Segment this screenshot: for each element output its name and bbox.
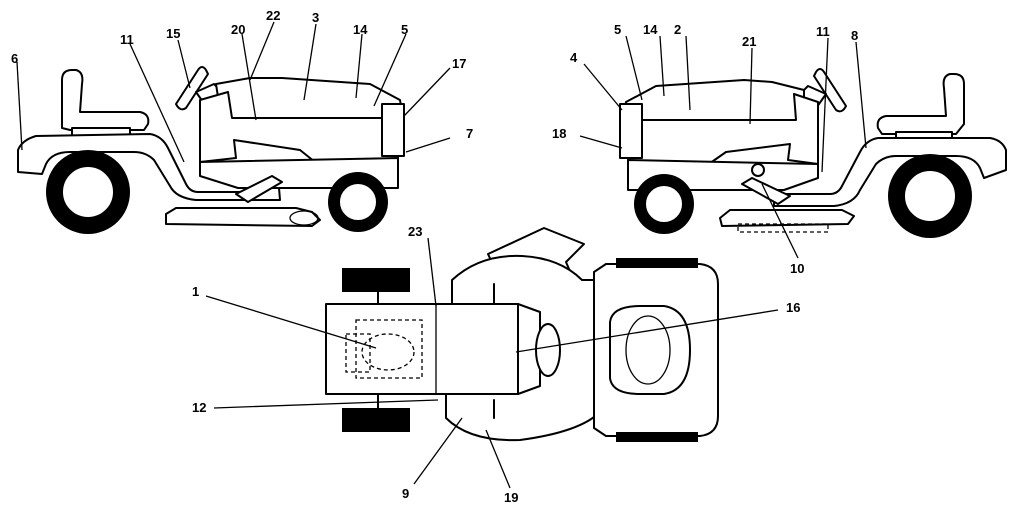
front-wheel xyxy=(328,172,388,232)
rear-wheel-bottom xyxy=(616,432,698,442)
top-leader-lines xyxy=(205,237,779,489)
callout-label: 14 xyxy=(643,22,658,37)
callout-label: 14 xyxy=(353,22,368,37)
callout-label: 8 xyxy=(851,28,858,43)
top-view: 23 1 16 12 9 19 xyxy=(192,224,800,505)
left-side-view: 6 11 15 20 22 3 14 5 17 7 xyxy=(11,8,473,234)
callout-label: 10 xyxy=(790,261,804,276)
mower-deck xyxy=(719,209,855,227)
callout-label: 17 xyxy=(452,56,466,71)
steering-hub xyxy=(535,323,561,377)
callout-label: 15 xyxy=(166,26,180,41)
air-cleaner-outline xyxy=(361,333,415,371)
steering-wheel xyxy=(813,68,847,113)
callout-label: 6 xyxy=(11,51,18,66)
callout-label: 3 xyxy=(312,10,319,25)
callout-label: 11 xyxy=(120,32,134,47)
callout-label: 16 xyxy=(786,300,800,315)
hood xyxy=(215,77,403,119)
seat xyxy=(61,69,150,131)
rear-wheel xyxy=(46,150,130,234)
callout-label: 21 xyxy=(742,34,756,49)
deck-chute xyxy=(289,210,319,226)
callout-label: 2 xyxy=(674,22,681,37)
callout-label: 18 xyxy=(552,126,566,141)
front-wheel-top xyxy=(342,268,410,292)
callout-label: 12 xyxy=(192,400,206,415)
callout-label: 19 xyxy=(504,490,518,505)
rear-wheel-top xyxy=(616,258,698,268)
mower-deck xyxy=(165,207,321,227)
right-side-view: 4 5 14 2 21 11 8 18 10 xyxy=(552,22,1007,276)
front-wheel xyxy=(634,174,694,234)
seat-cushion xyxy=(625,315,671,385)
front-grille xyxy=(381,103,405,157)
seat xyxy=(876,73,965,135)
rear-wheel xyxy=(888,154,972,238)
hood xyxy=(623,79,805,121)
callout-label: 4 xyxy=(570,50,578,65)
front-grille xyxy=(619,103,643,159)
callout-label: 23 xyxy=(408,224,422,239)
console-top xyxy=(517,303,541,395)
callout-label: 11 xyxy=(816,24,830,39)
seat-top xyxy=(609,305,691,395)
engine-outline xyxy=(355,319,423,379)
deck-underside xyxy=(737,223,829,233)
callout-label: 20 xyxy=(231,22,245,37)
callout-label: 9 xyxy=(402,486,409,501)
engine-outline-inner xyxy=(345,333,371,373)
steering-wheel xyxy=(175,66,209,111)
rear-fender xyxy=(773,137,1007,207)
callout-label: 5 xyxy=(401,22,408,37)
callout-label: 22 xyxy=(266,8,280,23)
callout-label: 5 xyxy=(614,22,621,37)
foot-pedal xyxy=(235,175,283,203)
right-leader-lines xyxy=(579,35,867,259)
callout-label: 7 xyxy=(466,126,473,141)
front-wheel-bottom xyxy=(342,408,410,432)
left-leader-lines xyxy=(16,21,451,163)
callout-label: 1 xyxy=(192,284,199,299)
pedal-knob xyxy=(751,163,765,177)
